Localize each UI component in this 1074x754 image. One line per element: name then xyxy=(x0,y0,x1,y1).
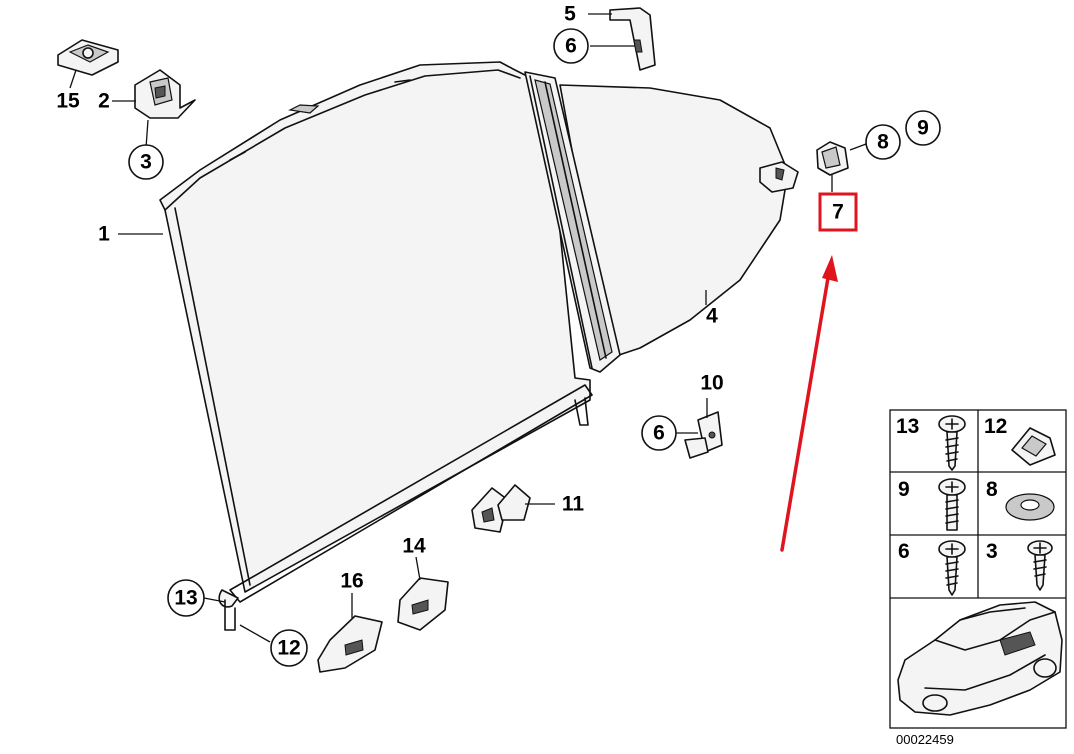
callout-circle-6-bottom xyxy=(641,415,677,451)
label-6-top: 6 xyxy=(565,35,577,58)
washer-8-icon xyxy=(1005,493,1055,521)
label-10: 10 xyxy=(700,372,723,395)
legend-label-3: 3 xyxy=(986,540,998,563)
label-9: 9 xyxy=(917,117,929,140)
nut-clip-part-15 xyxy=(57,39,119,76)
screw-6-icon xyxy=(938,540,966,596)
clips-part-11 xyxy=(471,484,531,533)
screw-9-icon xyxy=(938,478,966,531)
fastener-legend: 13 12 9 8 6 3 xyxy=(889,409,1067,729)
cover-part-16 xyxy=(317,615,383,673)
label-1: 1 xyxy=(98,223,110,246)
leader-lines xyxy=(69,13,867,643)
label-5: 5 xyxy=(564,3,576,26)
label-14: 14 xyxy=(402,535,426,558)
callout-circle-6-top xyxy=(553,28,589,64)
clip-part-7 xyxy=(816,141,849,176)
sunblind-part-1 xyxy=(159,61,593,631)
callout-circle-3 xyxy=(128,144,164,180)
clip-12-icon xyxy=(1011,427,1056,466)
label-4: 4 xyxy=(706,305,718,328)
callout-circle-13 xyxy=(167,579,205,617)
legend-label-6: 6 xyxy=(898,540,910,563)
quarter-window-part-4 xyxy=(524,71,799,373)
label-7: 7 xyxy=(832,201,844,224)
screw-13-icon xyxy=(938,415,966,471)
legend-label-13: 13 xyxy=(896,415,919,438)
label-3: 3 xyxy=(140,151,152,174)
label-2: 2 xyxy=(98,90,110,113)
label-12: 12 xyxy=(277,637,300,660)
highlight-box-7 xyxy=(818,192,858,232)
callout-circle-9 xyxy=(905,110,941,146)
label-11: 11 xyxy=(562,493,585,516)
guide-clip-part-2 xyxy=(134,69,196,119)
label-15: 15 xyxy=(56,90,80,113)
legend-label-8: 8 xyxy=(986,478,998,501)
bracket-part-5 xyxy=(609,7,656,71)
car-silhouette-icon xyxy=(897,601,1063,716)
callout-circle-8 xyxy=(865,124,901,160)
legend-label-9: 9 xyxy=(898,478,910,501)
label-13: 13 xyxy=(174,587,197,610)
label-8: 8 xyxy=(877,131,889,154)
red-arrow xyxy=(780,255,838,552)
screw-3-icon xyxy=(1027,540,1053,591)
legend-label-12: 12 xyxy=(984,415,1007,438)
bracket-part-10 xyxy=(684,411,723,459)
diagram-code: 00022459 xyxy=(896,732,954,747)
cover-part-14 xyxy=(397,577,449,631)
label-16: 16 xyxy=(340,570,363,593)
callout-circle-12 xyxy=(270,629,308,667)
label-6-bottom: 6 xyxy=(653,422,665,445)
